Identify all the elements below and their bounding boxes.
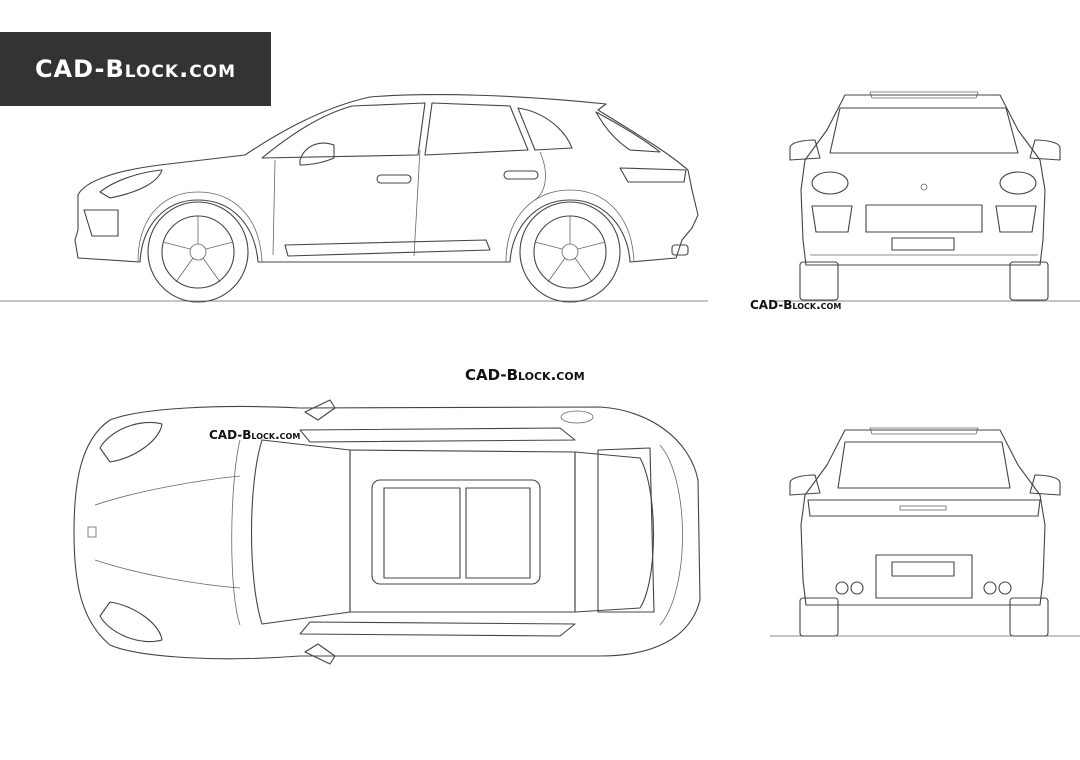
front-body-outline <box>800 94 1046 266</box>
side-door-handle-front <box>376 174 412 184</box>
side-rear-wheel <box>519 201 621 303</box>
top-rear-window <box>574 451 654 613</box>
top-sunroof-outer <box>371 479 541 585</box>
side-body-outline <box>74 94 699 263</box>
front-intake-right <box>995 205 1037 233</box>
side-rear-arch <box>505 189 635 263</box>
side-front-wheel <box>147 201 249 303</box>
top-side-window-upper <box>299 427 576 443</box>
top-mirror-left <box>304 399 336 421</box>
rear-view <box>770 427 1080 637</box>
side-headlight <box>99 169 163 199</box>
top-front-crease-lower <box>94 559 241 589</box>
front-windshield <box>829 107 1019 154</box>
logo-badge: CAD-Block.com <box>0 32 271 106</box>
top-headlight-lower <box>99 601 163 643</box>
front-roof-bar <box>869 91 979 99</box>
rear-spoiler <box>869 427 979 435</box>
side-door-line-1 <box>272 159 276 256</box>
watermark-front-view: CAD-Block.com <box>750 298 842 312</box>
front-view <box>770 91 1080 302</box>
rear-window <box>837 441 1011 489</box>
rear-mirror-left <box>789 474 821 496</box>
front-badge <box>920 183 928 191</box>
rear-exhaust-left <box>835 581 864 595</box>
top-badge <box>87 526 97 538</box>
front-license-plate <box>891 237 955 251</box>
top-headlight-upper <box>99 421 163 463</box>
side-door-line-2 <box>413 149 421 257</box>
top-front-crease-upper <box>94 475 241 506</box>
side-window-front <box>261 102 426 159</box>
top-hood-line <box>231 439 241 626</box>
front-mirror-right <box>1029 139 1061 161</box>
top-mirror-right <box>304 643 336 665</box>
top-body-outline <box>73 405 701 660</box>
side-taillight <box>619 167 687 183</box>
top-sunroof-pane-right <box>465 487 531 579</box>
logo-text: CAD-Block.com <box>34 55 237 83</box>
side-window-back <box>595 111 661 153</box>
front-grille <box>865 204 983 233</box>
side-exhaust <box>671 244 689 256</box>
watermark-top-view-left: CAD-Block.com <box>209 428 301 442</box>
watermark-top-view-center: CAD-Block.com <box>465 366 585 384</box>
side-skirt <box>284 239 491 257</box>
side-door-handle-rear <box>503 170 539 180</box>
rear-badge-strip <box>899 505 947 511</box>
top-view <box>73 399 701 665</box>
top-fuel-cap <box>560 410 594 424</box>
rear-body-outline <box>800 429 1046 606</box>
front-tire-left <box>799 261 839 301</box>
top-spoiler <box>597 447 655 613</box>
top-side-window-lower <box>299 621 576 637</box>
front-headlight-left <box>811 171 849 195</box>
rear-license-plate <box>891 561 955 577</box>
side-front-intake <box>83 209 119 237</box>
top-windshield <box>250 439 351 625</box>
top-sunroof-pane-left <box>383 487 461 579</box>
rear-tire-left <box>799 597 839 637</box>
front-headlight-right <box>999 171 1037 195</box>
side-window-rear <box>424 102 529 156</box>
rear-taillight-bar <box>807 499 1041 517</box>
rear-tire-right <box>1009 597 1049 637</box>
side-view <box>0 94 708 303</box>
side-mirror <box>299 142 335 166</box>
rear-mirror-right <box>1029 474 1061 496</box>
side-window-quarter <box>517 107 573 151</box>
front-intake-left <box>811 205 853 233</box>
side-front-arch <box>137 191 263 263</box>
front-mirror-left <box>789 139 821 161</box>
rear-exhaust-right <box>983 581 1012 595</box>
top-rear-edge <box>659 444 683 626</box>
front-tire-right <box>1009 261 1049 301</box>
rear-diffuser <box>875 554 973 599</box>
side-door-line-3 <box>534 151 546 201</box>
